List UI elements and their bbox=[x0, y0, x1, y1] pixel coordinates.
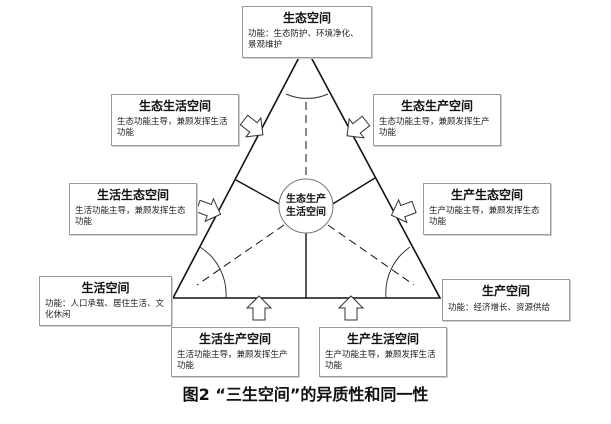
corner-arc-right bbox=[385, 246, 411, 299]
box-eco-life-title: 生态生活空间 bbox=[138, 99, 211, 113]
arrow-prod-life bbox=[337, 295, 365, 321]
divider-left bbox=[235, 179, 282, 206]
arrow-life-prod bbox=[245, 295, 273, 321]
box-life-space: 生活空间 功能：人口承载、居住生活、文化休闲 bbox=[39, 276, 172, 326]
center-circle bbox=[278, 178, 334, 234]
box-prod-eco-space: 生产生态空间 生产功能主导，兼顾发挥生态功能 bbox=[423, 183, 551, 235]
box-eco-prod-desc: 生态功能主导，兼顾发挥生产功能 bbox=[379, 117, 490, 138]
corner-arc-top bbox=[285, 93, 329, 99]
dash-left bbox=[196, 224, 285, 286]
corner-arc-left bbox=[199, 246, 227, 299]
box-life-eco-space: 生活生态空间 生活功能主导，兼顾发挥生态功能 bbox=[69, 183, 197, 235]
arrow-prod-eco bbox=[390, 198, 417, 224]
box-prod-space-desc: 功能：经济增长、资源供给 bbox=[448, 303, 551, 313]
box-life-prod-title: 生活生产空间 bbox=[198, 332, 271, 346]
arrow-eco-life bbox=[239, 114, 264, 138]
box-eco-prod-space: 生态生产空间 生态功能主导，兼顾发挥生产功能 bbox=[373, 94, 501, 146]
box-prod-space-title: 生产空间 bbox=[481, 284, 530, 298]
center-label-line2: 生活空间 bbox=[286, 207, 326, 218]
box-eco-life-space: 生态生活空间 生态功能主导，兼顾发挥生活功能 bbox=[111, 94, 239, 146]
divider-right bbox=[330, 177, 376, 206]
box-eco-space: 生态空间 功能：生态防护、环境净化、景观维护 bbox=[242, 6, 372, 58]
box-life-prod-space: 生活生产空间 生活功能主导，兼顾发挥生产功能 bbox=[171, 327, 299, 377]
box-life-prod-desc: 生活功能主导，兼顾发挥生产功能 bbox=[177, 350, 288, 371]
box-life-eco-desc: 生活功能主导，兼顾发挥生态功能 bbox=[75, 206, 186, 227]
dash-right bbox=[327, 224, 415, 286]
box-prod-life-space: 生产生活空间 生产功能主导，兼顾发挥生活功能 bbox=[319, 327, 447, 377]
box-eco-space-title: 生态空间 bbox=[282, 11, 331, 25]
center-label-line1: 生态生产 bbox=[286, 194, 326, 205]
arrow-life-eco bbox=[195, 197, 222, 223]
figure-caption: 图2 “三生空间”的异质性和同一性 bbox=[182, 385, 429, 404]
box-prod-eco-title: 生产生态空间 bbox=[450, 188, 523, 202]
box-eco-prod-title: 生态生产空间 bbox=[400, 99, 473, 113]
arrow-eco-prod bbox=[346, 115, 371, 139]
box-eco-life-desc: 生态功能主导，兼顾发挥生活功能 bbox=[117, 117, 228, 138]
box-life-space-desc: 功能：人口承载、居住生活、文化休闲 bbox=[45, 299, 165, 320]
box-eco-space-desc: 功能：生态防护、环境净化、景观维护 bbox=[248, 29, 359, 50]
box-life-space-title: 生活空间 bbox=[81, 281, 130, 295]
box-prod-life-title: 生产生活空间 bbox=[346, 332, 419, 346]
box-prod-eco-desc: 生产功能主导，兼顾发挥生态功能 bbox=[429, 206, 540, 227]
box-prod-life-desc: 生产功能主导，兼顾发挥生活功能 bbox=[325, 350, 436, 371]
box-life-eco-title: 生活生态空间 bbox=[96, 188, 169, 202]
center-label: 生态生产 生活空间 bbox=[276, 193, 336, 219]
box-prod-space: 生产空间 功能：经济增长、资源供给 bbox=[442, 279, 570, 321]
